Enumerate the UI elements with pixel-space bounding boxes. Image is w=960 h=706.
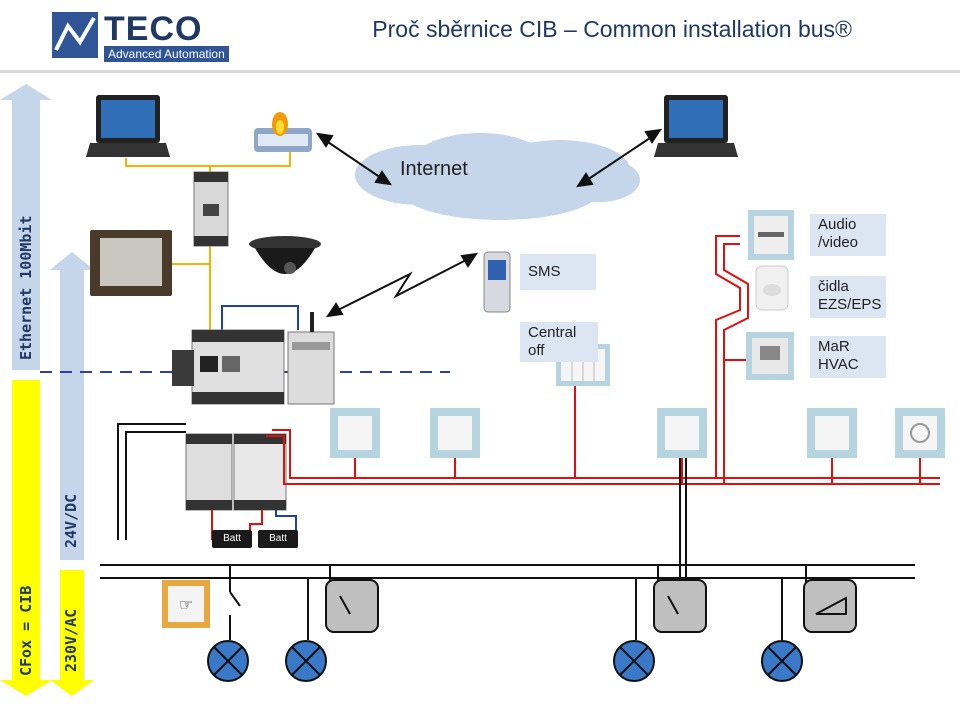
logo-tagline: Advanced Automation	[104, 46, 229, 62]
lamp-icon	[761, 640, 803, 682]
cfox-arrow	[0, 380, 52, 696]
battery-label: Batt	[212, 530, 252, 548]
hvac-tag: MaR HVAC	[810, 336, 886, 378]
touch-panel-icon	[90, 230, 172, 296]
motion-sensor-icon	[755, 265, 789, 311]
internet-label: Internet	[400, 158, 468, 180]
bus-wire-black	[679, 458, 687, 600]
page-title: Proč sběrnice CIB – Common installation …	[372, 16, 852, 42]
laptop-icon	[654, 95, 738, 157]
wall-switch-icon	[330, 408, 380, 458]
gsm-module	[287, 312, 335, 405]
teco-logo-mark	[52, 12, 98, 58]
audio-video-tag: Audio /video	[810, 214, 886, 256]
power-supply-module	[172, 350, 194, 386]
battery-label: Batt	[258, 530, 298, 548]
relay-actuator-icon	[325, 579, 379, 633]
ethernet-wire	[125, 152, 291, 167]
cib-bus-red	[266, 235, 940, 485]
sms-tag: SMS	[520, 254, 596, 290]
dimmer-actuator-icon	[803, 579, 857, 633]
teco-logo: TECO Advanced Automation	[52, 10, 242, 62]
ethernet-label: Ethernet 100Mbit	[17, 215, 35, 361]
wall-switch-icon	[430, 408, 480, 458]
wall-switch-icon	[807, 408, 857, 458]
dc-label: 24V/DC	[62, 493, 80, 548]
ac-label: 230V/AC	[62, 608, 80, 672]
thermostat-icon	[895, 408, 945, 458]
relay-actuator-icon	[653, 579, 707, 633]
lamp-icon	[613, 640, 655, 682]
power-lines-230v	[100, 564, 915, 640]
ethernet-arrow	[0, 84, 52, 370]
logo-wordmark: TECO	[104, 10, 203, 48]
internet-cloud	[355, 133, 640, 220]
bus-wire-blue	[221, 305, 299, 330]
main-controller-module	[191, 329, 285, 405]
lamp-icon	[285, 640, 327, 682]
wall-switch-icon	[657, 408, 707, 458]
mobile-phone-icon	[483, 251, 511, 313]
cfox-label: CFox = CIB	[17, 585, 35, 676]
sensors-tag: čidla EZS/EPS	[810, 276, 886, 318]
laptop-icon	[86, 95, 170, 157]
bus-wire-black	[125, 431, 186, 540]
extension-module	[185, 433, 233, 511]
router-firewall-icon	[254, 112, 312, 152]
dc-arrow	[50, 252, 94, 560]
camera-icon	[249, 236, 321, 274]
ethernet-switch-module	[193, 171, 229, 247]
svg-text:☞: ☞	[179, 595, 193, 614]
lamp-icon	[207, 640, 249, 682]
header: TECO Advanced Automation Proč sběrnice C…	[0, 0, 960, 70]
ac-arrow	[50, 570, 94, 696]
communication-arrows	[315, 128, 663, 318]
header-divider	[0, 70, 960, 73]
audio-video-panel-icon	[748, 210, 794, 260]
extension-module	[233, 433, 287, 511]
battery-wire	[275, 510, 297, 540]
room-controller-icon	[746, 332, 794, 380]
central-off-tag: Central off	[520, 322, 598, 362]
bus-wire-black	[117, 423, 186, 540]
push-button-icon: ☞	[162, 580, 210, 628]
